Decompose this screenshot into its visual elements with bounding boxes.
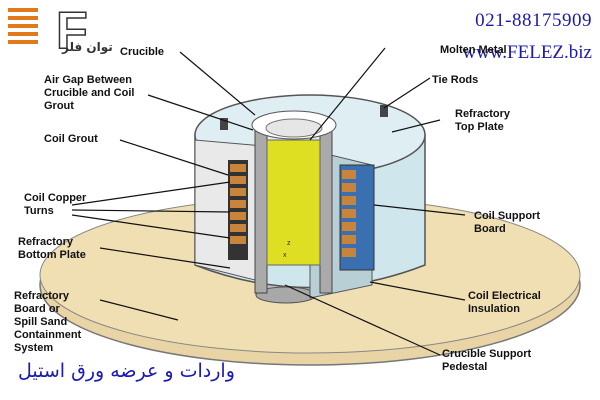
website: www.FELEZ.biz bbox=[462, 42, 592, 63]
footer-caption: واردات و عرضه ورق استیل bbox=[18, 360, 235, 382]
label-crucible-support: Crucible Support Pedestal bbox=[442, 348, 532, 373]
label-refractory-board: Refractory Board or Spill Sand Containme… bbox=[14, 290, 82, 354]
label-tie-rods: Tie Rods bbox=[432, 74, 479, 86]
coil-right bbox=[339, 164, 375, 271]
label-coil-grout: Coil Grout bbox=[44, 133, 98, 145]
label-refractory-bottom: Refractory Bottom Plate bbox=[18, 236, 86, 261]
crucible-wall bbox=[254, 127, 268, 294]
tie-rod bbox=[380, 105, 388, 117]
leader-lines bbox=[71, 47, 466, 356]
molten-metal bbox=[266, 139, 321, 266]
phone-number: 021-88175909 bbox=[475, 10, 592, 31]
label-coil-copper: Coil Copper Turns bbox=[24, 192, 87, 217]
coil-left bbox=[228, 160, 248, 260]
axis-x: x bbox=[283, 252, 287, 259]
label-refractory-top: Refractory Top Plate bbox=[455, 108, 511, 133]
brand-name: توان فلز bbox=[62, 40, 113, 54]
label-air-gap: Air Gap Between Crucible and Coil Grout bbox=[44, 74, 135, 112]
label-coil-support: Coil Support Board bbox=[474, 210, 540, 235]
logo: F bbox=[8, 1, 89, 61]
logo-letter: F bbox=[56, 2, 88, 60]
label-crucible: Crucible bbox=[120, 46, 165, 58]
label-coil-insulation: Coil Electrical Insulation bbox=[468, 290, 541, 315]
axis-z: z bbox=[287, 240, 291, 247]
label-molten-metal: Molten Metal bbox=[440, 44, 507, 56]
